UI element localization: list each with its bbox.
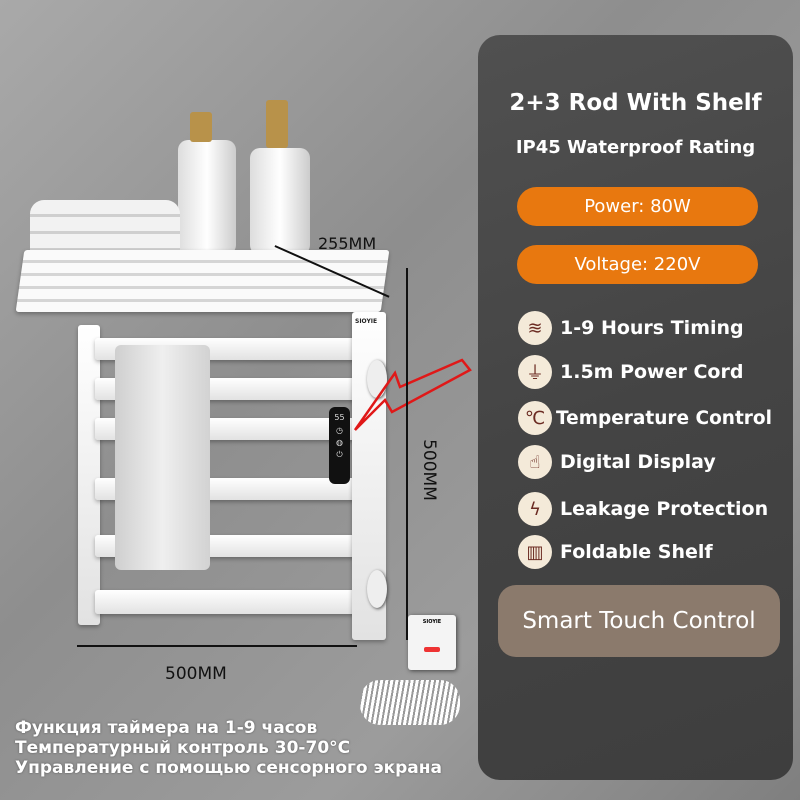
russian-line-2: Температурный контроль 30-70°C — [15, 738, 351, 758]
bottle-pump — [190, 112, 212, 142]
lightning-icon: ϟ — [518, 492, 552, 526]
panel-subtitle: IP45 Waterproof Rating — [515, 137, 756, 158]
left-post — [78, 325, 100, 625]
controller-brand: SIOYIE — [422, 619, 442, 625]
hanging-towel — [115, 345, 210, 570]
shelf — [15, 250, 390, 312]
feature-label: Digital Display — [560, 451, 716, 473]
bottle — [250, 148, 310, 255]
plug-icon: ⏚ — [518, 355, 552, 389]
feature-label: Temperature Control — [556, 407, 772, 429]
plug-controller: SIOYIE — [408, 615, 456, 670]
dimension-width: 500MM — [165, 664, 227, 684]
pointer-arrow — [353, 358, 472, 431]
bottle-pump — [266, 100, 288, 148]
celsius-icon: ℃ — [518, 401, 552, 435]
clock-icon[interactable]: ◷ — [336, 426, 343, 435]
feature-label: 1.5m Power Cord — [560, 361, 744, 383]
coiled-cord — [360, 680, 460, 725]
temperature-readout: 55 — [334, 413, 345, 422]
water-icon: ≋ — [518, 311, 552, 345]
russian-line-3: Управление с помощью сенсорного экрана — [15, 758, 442, 778]
feature-display: ☝ Digital Display — [518, 445, 716, 479]
russian-line-1: Функция таймера на 1-9 часов — [15, 718, 318, 738]
wall-mount — [367, 570, 387, 608]
heat-icon[interactable]: ◍ — [336, 438, 343, 447]
feature-timing: ≋ 1-9 Hours Timing — [518, 311, 744, 345]
voltage-badge: Voltage: 220V — [517, 245, 758, 284]
feature-power-cord: ⏚ 1.5m Power Cord — [518, 355, 743, 389]
dimension-line-height — [406, 268, 408, 640]
dimension-line-width — [77, 645, 357, 647]
feature-label: Leakage Protection — [560, 498, 769, 520]
folding-map-icon: ▥ — [518, 535, 552, 569]
touch-hand-icon: ☝ — [518, 445, 552, 479]
panel-title: 2+3 Rod With Shelf — [509, 90, 762, 116]
indicator-light — [424, 647, 440, 652]
wall-mount — [367, 360, 387, 398]
feature-label: Foldable Shelf — [560, 541, 713, 563]
smart-touch-banner: Smart Touch Control — [498, 585, 780, 657]
dimension-depth: 255MM — [318, 234, 377, 253]
brand-label: SIOYIE — [355, 318, 378, 325]
bottle — [178, 140, 236, 255]
power-badge: Power: 80W — [517, 187, 758, 226]
feature-label: 1-9 Hours Timing — [560, 317, 744, 339]
dimension-height: 500MM — [418, 439, 439, 501]
rod — [95, 590, 355, 614]
touch-display[interactable]: 55 ◷ ◍ ⏻ — [329, 407, 350, 484]
feature-leakage: ϟ Leakage Protection — [518, 492, 768, 526]
feature-foldable: ▥ Foldable Shelf — [518, 535, 713, 569]
power-icon[interactable]: ⏻ — [336, 450, 343, 459]
